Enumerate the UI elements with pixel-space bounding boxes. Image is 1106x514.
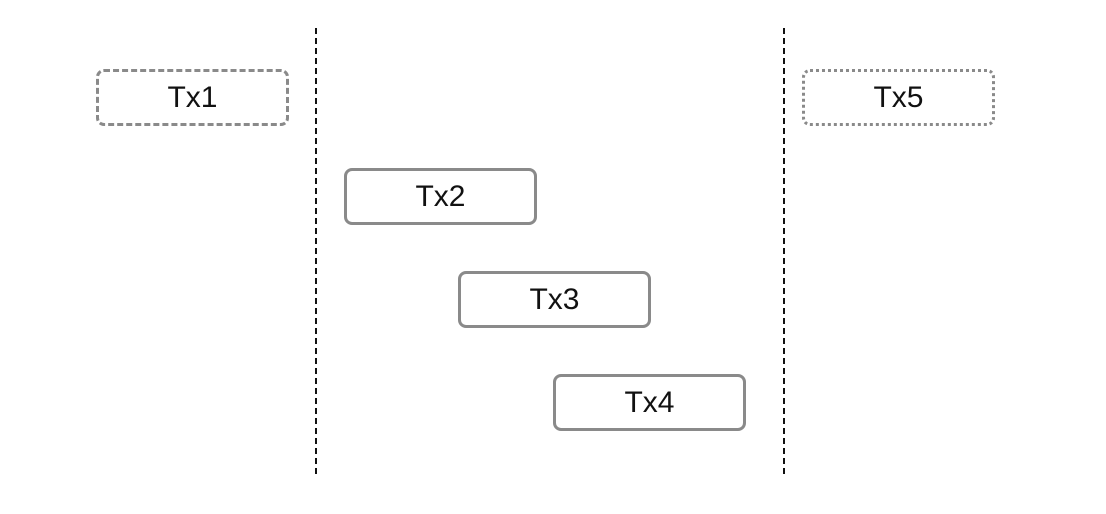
left-boundary-line <box>315 28 317 474</box>
transaction-box-tx5: Tx5 <box>802 69 995 126</box>
transaction-box-tx3: Tx3 <box>458 271 651 328</box>
transaction-label: Tx5 <box>873 80 924 114</box>
right-boundary-line <box>783 28 785 474</box>
transaction-label: Tx2 <box>415 179 466 213</box>
transaction-box-tx4: Tx4 <box>553 374 746 431</box>
transaction-label: Tx3 <box>529 282 580 316</box>
transaction-box-tx1: Tx1 <box>96 69 289 126</box>
transaction-box-tx2: Tx2 <box>344 168 537 225</box>
transaction-label: Tx1 <box>167 80 218 114</box>
transaction-label: Tx4 <box>624 385 675 419</box>
